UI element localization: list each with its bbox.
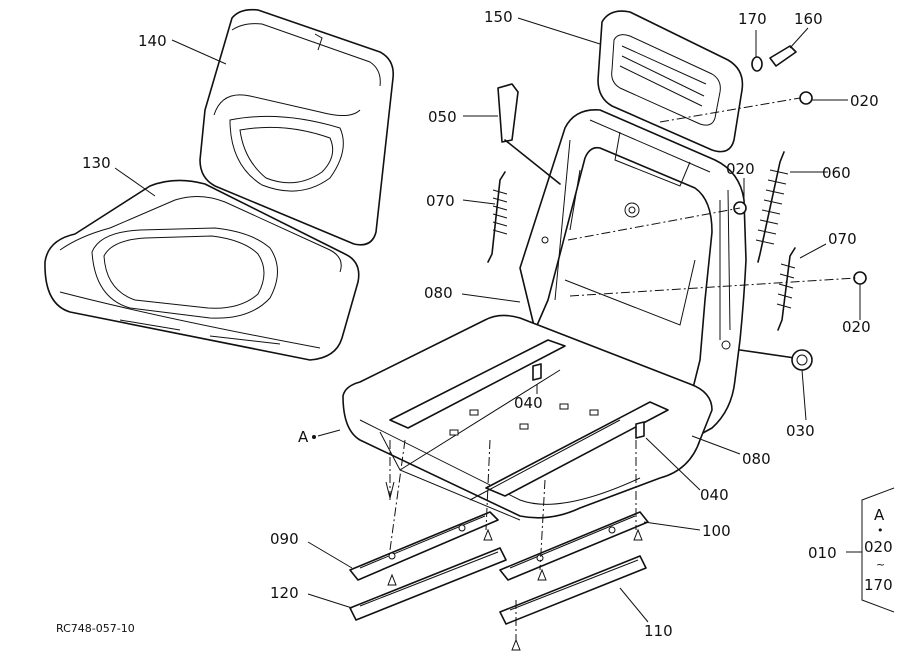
spring-060	[755, 151, 789, 263]
legend-dot: •	[877, 524, 884, 537]
label-040-right: 040	[700, 486, 729, 504]
seat-pan	[342, 314, 713, 521]
assembly-centerlines	[385, 97, 857, 640]
rail-bolts	[387, 528, 643, 651]
label-020-right: 020	[842, 318, 871, 336]
label-080-left: 080	[424, 284, 453, 302]
label-030: 030	[786, 422, 815, 440]
label-150: 150	[484, 8, 513, 26]
legend-020: 020	[864, 538, 893, 556]
label-090: 090	[270, 530, 299, 548]
legend-170: 170	[864, 576, 893, 594]
label-070-right: 070	[828, 230, 857, 248]
slide-rail-090	[349, 511, 499, 581]
nuts-020	[733, 91, 867, 285]
label-120: 120	[270, 584, 299, 602]
knob-050	[497, 83, 561, 185]
back-cushion-140	[199, 8, 395, 246]
bolts-040	[532, 363, 645, 439]
label-060: 060	[822, 164, 851, 182]
seat-back-frame	[519, 109, 747, 441]
label-130: 130	[82, 154, 111, 172]
point-A-marker	[312, 435, 316, 439]
label-020-mid: 020	[726, 160, 755, 178]
drawing-reference: RC748-057-10	[56, 622, 135, 635]
slide-rail-100	[499, 511, 649, 581]
headrest-150	[597, 10, 744, 153]
label-100: 100	[702, 522, 731, 540]
label-A: A	[298, 428, 309, 446]
slide-rail-110	[499, 555, 647, 625]
label-160: 160	[794, 10, 823, 28]
label-140: 140	[138, 32, 167, 50]
leader-lines	[114, 17, 861, 623]
spring-070-right	[776, 247, 796, 331]
legend-A: A	[874, 506, 885, 524]
label-170: 170	[738, 10, 767, 28]
label-110: 110	[644, 622, 673, 640]
knob-030	[739, 349, 813, 371]
label-070-left: 070	[426, 192, 455, 210]
spring-070-left	[487, 171, 508, 263]
label-040-center: 040	[514, 394, 543, 412]
label-020-top: 020	[850, 92, 879, 110]
slide-rail-120	[349, 547, 507, 621]
label-080-right: 080	[742, 450, 771, 468]
seat-cushion-130	[44, 179, 360, 361]
legend-tilde: ~	[876, 558, 885, 571]
legend-010: 010	[808, 544, 837, 562]
bolt-160-washer-170	[751, 45, 797, 72]
label-050: 050	[428, 108, 457, 126]
assembly-legend: 010 A • 020 ~ 170	[808, 487, 895, 613]
